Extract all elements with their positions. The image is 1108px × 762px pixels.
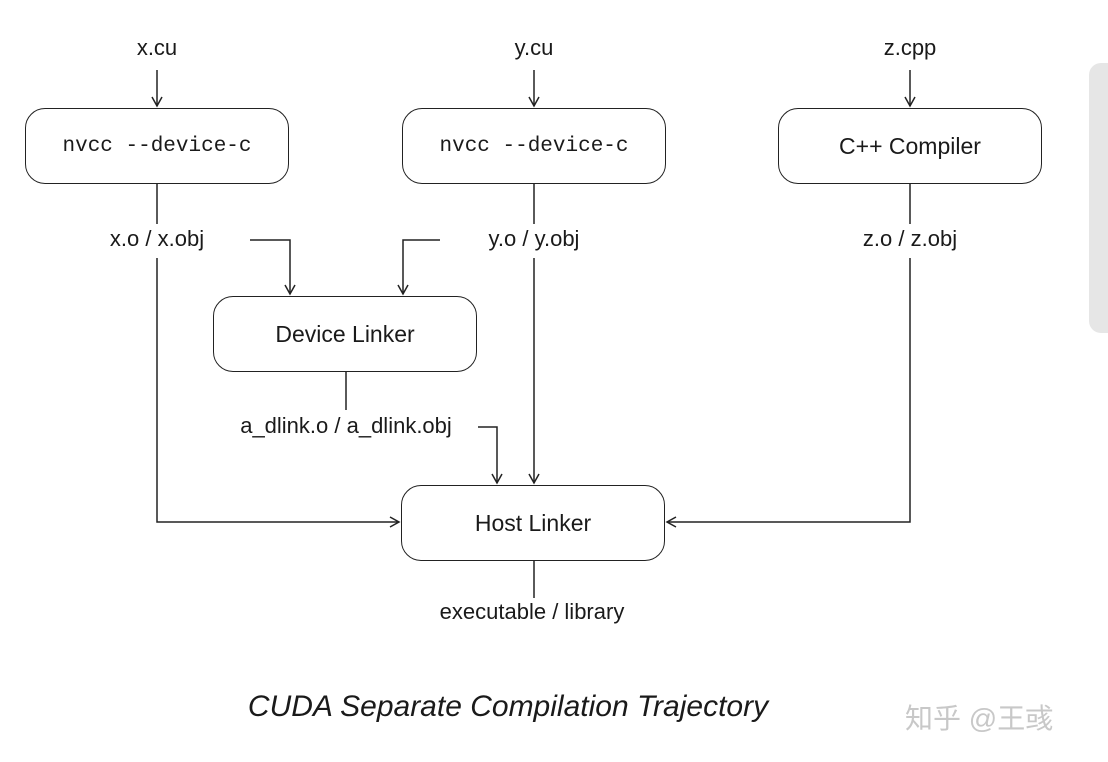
arrow-z-obj-to-host-linker — [665, 258, 911, 528]
side-scroll-tab[interactable] — [1089, 63, 1108, 333]
x-cu-label: x.cu — [136, 35, 178, 60]
y-cu-label: y.cu — [514, 35, 554, 60]
arrow-dlink-to-host-linker — [478, 426, 503, 485]
diagram-caption: CUDA Separate Compilation Trajectory — [247, 690, 769, 723]
final-output-label: executable / library — [439, 599, 625, 624]
device-linker-box: Device Linker — [213, 296, 477, 372]
dlink-obj-label: a_dlink.o / a_dlink.obj — [240, 413, 452, 438]
arrow-y-obj-to-device-linker — [397, 239, 440, 296]
z-obj-label: z.o / z.obj — [862, 226, 958, 251]
z-cpp-label: z.cpp — [883, 35, 937, 60]
watermark: 知乎 @王彧 — [905, 703, 1054, 734]
x-obj-label: x.o / x.obj — [109, 226, 205, 251]
nvcc-x-box: nvcc --device-c — [25, 108, 289, 184]
y-obj-label: y.o / y.obj — [488, 226, 580, 251]
host-linker-box: Host Linker — [401, 485, 665, 561]
arrow-x-obj-to-device-linker — [250, 239, 296, 296]
arrow-x-obj-to-host-linker — [156, 258, 401, 528]
nvcc-y-box: nvcc --device-c — [402, 108, 666, 184]
cpp-compiler-box: C++ Compiler — [778, 108, 1042, 184]
